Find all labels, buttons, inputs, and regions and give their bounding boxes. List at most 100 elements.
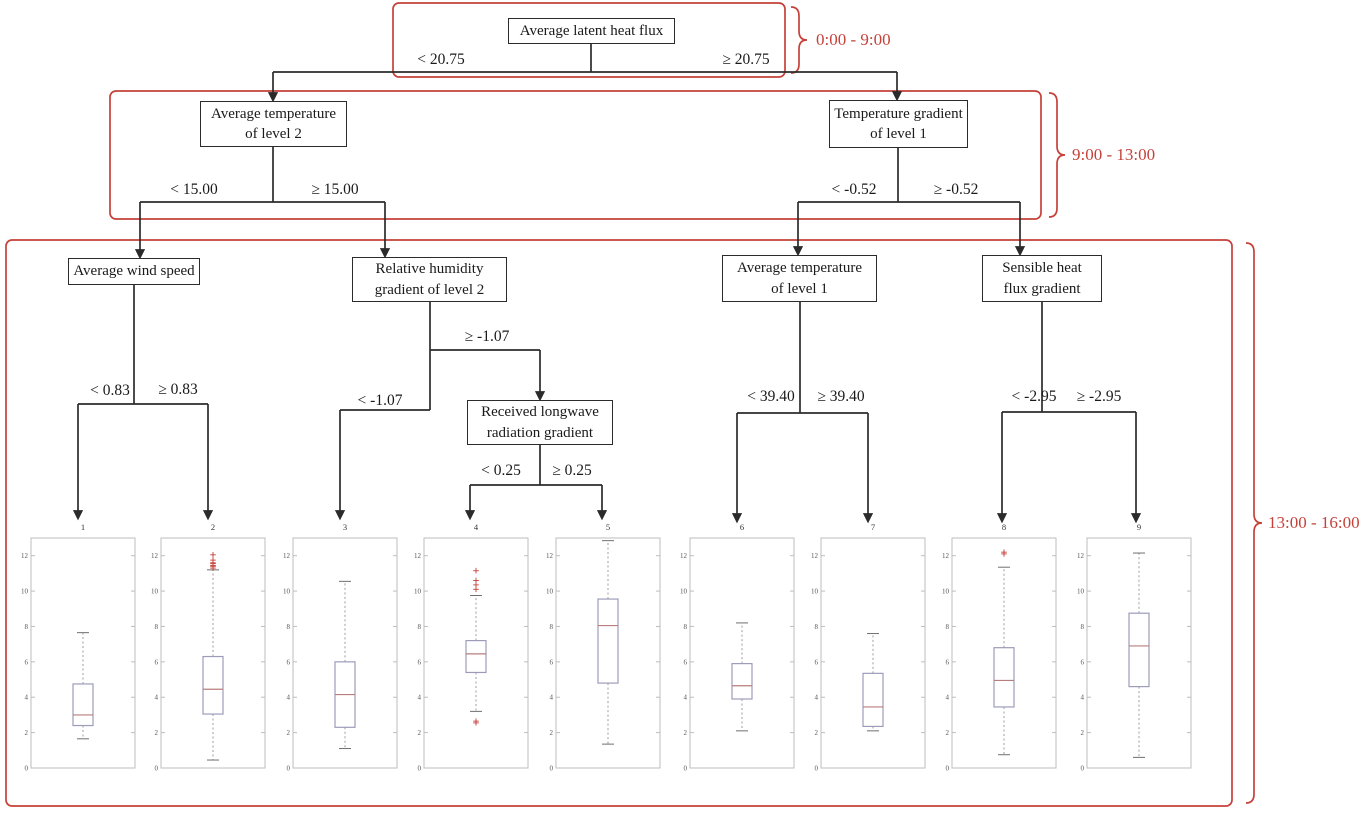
time-label-morning: 0:00 - 9:00 xyxy=(816,30,891,49)
y-tick-label: 6 xyxy=(946,658,950,666)
y-tick-label: 10 xyxy=(811,588,819,596)
y-tick-label: 12 xyxy=(811,552,819,560)
boxplot-chart-1: 0 2 4 6 8 10 12 xyxy=(21,537,136,773)
y-tick-label: 2 xyxy=(684,729,688,737)
edge-label-rh-right: ≥ -1.07 xyxy=(464,328,510,345)
y-tick-label: 0 xyxy=(815,765,819,773)
y-tick-label: 8 xyxy=(287,623,291,631)
y-tick-label: 2 xyxy=(550,729,554,737)
brace-afternoon xyxy=(1245,242,1263,804)
y-tick-label: 0 xyxy=(155,765,159,773)
y-tick-label: 10 xyxy=(680,588,688,596)
iqr-box xyxy=(862,672,884,728)
node-label: of level 2 xyxy=(245,126,302,142)
y-tick-label: 0 xyxy=(946,765,950,773)
y-tick-label: 10 xyxy=(414,588,422,596)
iqr-box xyxy=(1128,612,1150,688)
boxplot-title: 8 xyxy=(1001,522,1007,532)
y-tick-label: 0 xyxy=(684,765,688,773)
boxplot-title: 9 xyxy=(1136,522,1142,532)
y-tick-label: 12 xyxy=(21,552,29,560)
edge-label-temp-l2-left: < 15.00 xyxy=(170,181,218,198)
y-tick-label: 0 xyxy=(550,765,554,773)
y-tick-label: 10 xyxy=(151,588,159,596)
boxplot-title: 7 xyxy=(870,522,876,532)
node-label: Sensible heat xyxy=(1002,260,1082,277)
y-tick-label: 12 xyxy=(1077,552,1085,560)
boxplot-title: 2 xyxy=(210,522,216,532)
y-tick-label: 10 xyxy=(942,588,950,596)
brace-midday xyxy=(1048,92,1066,218)
y-tick-label: 4 xyxy=(1081,694,1085,702)
y-tick-label: 2 xyxy=(25,729,29,737)
iqr-box xyxy=(202,655,224,715)
node-label: gradient of level 2 xyxy=(374,281,485,298)
y-tick-label: 6 xyxy=(550,658,554,666)
boxplot-title: 3 xyxy=(342,522,348,532)
y-tick-label: 4 xyxy=(946,694,950,702)
node-label: Relative humidity xyxy=(375,261,484,278)
y-tick-label: 12 xyxy=(942,552,950,560)
y-tick-label: 6 xyxy=(25,658,29,666)
node-sensible-heat-flux-gradient: Sensible heat flux gradient xyxy=(982,255,1102,302)
y-tick-label: 6 xyxy=(815,658,819,666)
y-tick-label: 4 xyxy=(684,694,688,702)
y-tick-label: 8 xyxy=(155,623,159,631)
y-tick-label: 2 xyxy=(155,729,159,737)
group-box-midday xyxy=(109,90,1042,220)
boxplot-title: 4 xyxy=(473,522,479,532)
y-tick-label: 6 xyxy=(155,658,159,666)
edge-label-rh-left: < -1.07 xyxy=(357,392,403,409)
node-label: of level 1 xyxy=(870,126,927,142)
y-tick-label: 8 xyxy=(25,623,29,631)
node-label: flux gradient xyxy=(1003,280,1081,297)
y-tick-label: 12 xyxy=(680,552,688,560)
y-tick-label: 10 xyxy=(21,588,29,596)
edge-label-lw-right: ≥ 0.25 xyxy=(552,462,592,479)
y-tick-label: 8 xyxy=(815,623,819,631)
node-label: Received longwave xyxy=(481,404,599,421)
iqr-box xyxy=(597,598,619,684)
y-tick-label: 8 xyxy=(946,623,950,631)
boxplot-title: 1 xyxy=(80,522,86,532)
y-tick-label: 8 xyxy=(550,623,554,631)
node-relative-humidity-gradient-level-2: Relative humidity gradient of level 2 xyxy=(352,257,507,302)
node-average-wind-speed: Average wind speed xyxy=(68,258,200,285)
node-label: Temperature gradient xyxy=(834,105,963,122)
edge-label-root-left: < 20.75 xyxy=(417,51,465,68)
y-tick-label: 0 xyxy=(25,765,29,773)
y-tick-label: 6 xyxy=(1081,658,1085,666)
y-tick-label: 4 xyxy=(815,694,819,702)
plot-frame xyxy=(292,537,398,769)
boxplot-panel-1: 1 0 2 4 6 8 10 12 xyxy=(15,520,137,778)
y-tick-label: 8 xyxy=(684,623,688,631)
node-label: Average temperature xyxy=(736,260,863,277)
brace-morning xyxy=(790,6,808,74)
node-label: Average latent heat flux xyxy=(519,22,664,39)
edge-label-wind-right: ≥ 0.83 xyxy=(158,381,198,398)
edge-label-temp-l1-left: < 39.40 xyxy=(747,388,795,405)
edge-label-root-right: ≥ 20.75 xyxy=(722,51,770,68)
y-tick-label: 12 xyxy=(414,552,422,560)
node-label: Average wind speed xyxy=(73,263,195,280)
iqr-box xyxy=(993,647,1015,708)
node-average-latent-heat-flux: Average latent heat flux xyxy=(508,18,675,44)
y-tick-label: 8 xyxy=(418,623,422,631)
y-tick-label: 12 xyxy=(283,552,291,560)
y-tick-label: 4 xyxy=(25,694,29,702)
edge-label-temp-l1-right: ≥ 39.40 xyxy=(817,388,865,405)
